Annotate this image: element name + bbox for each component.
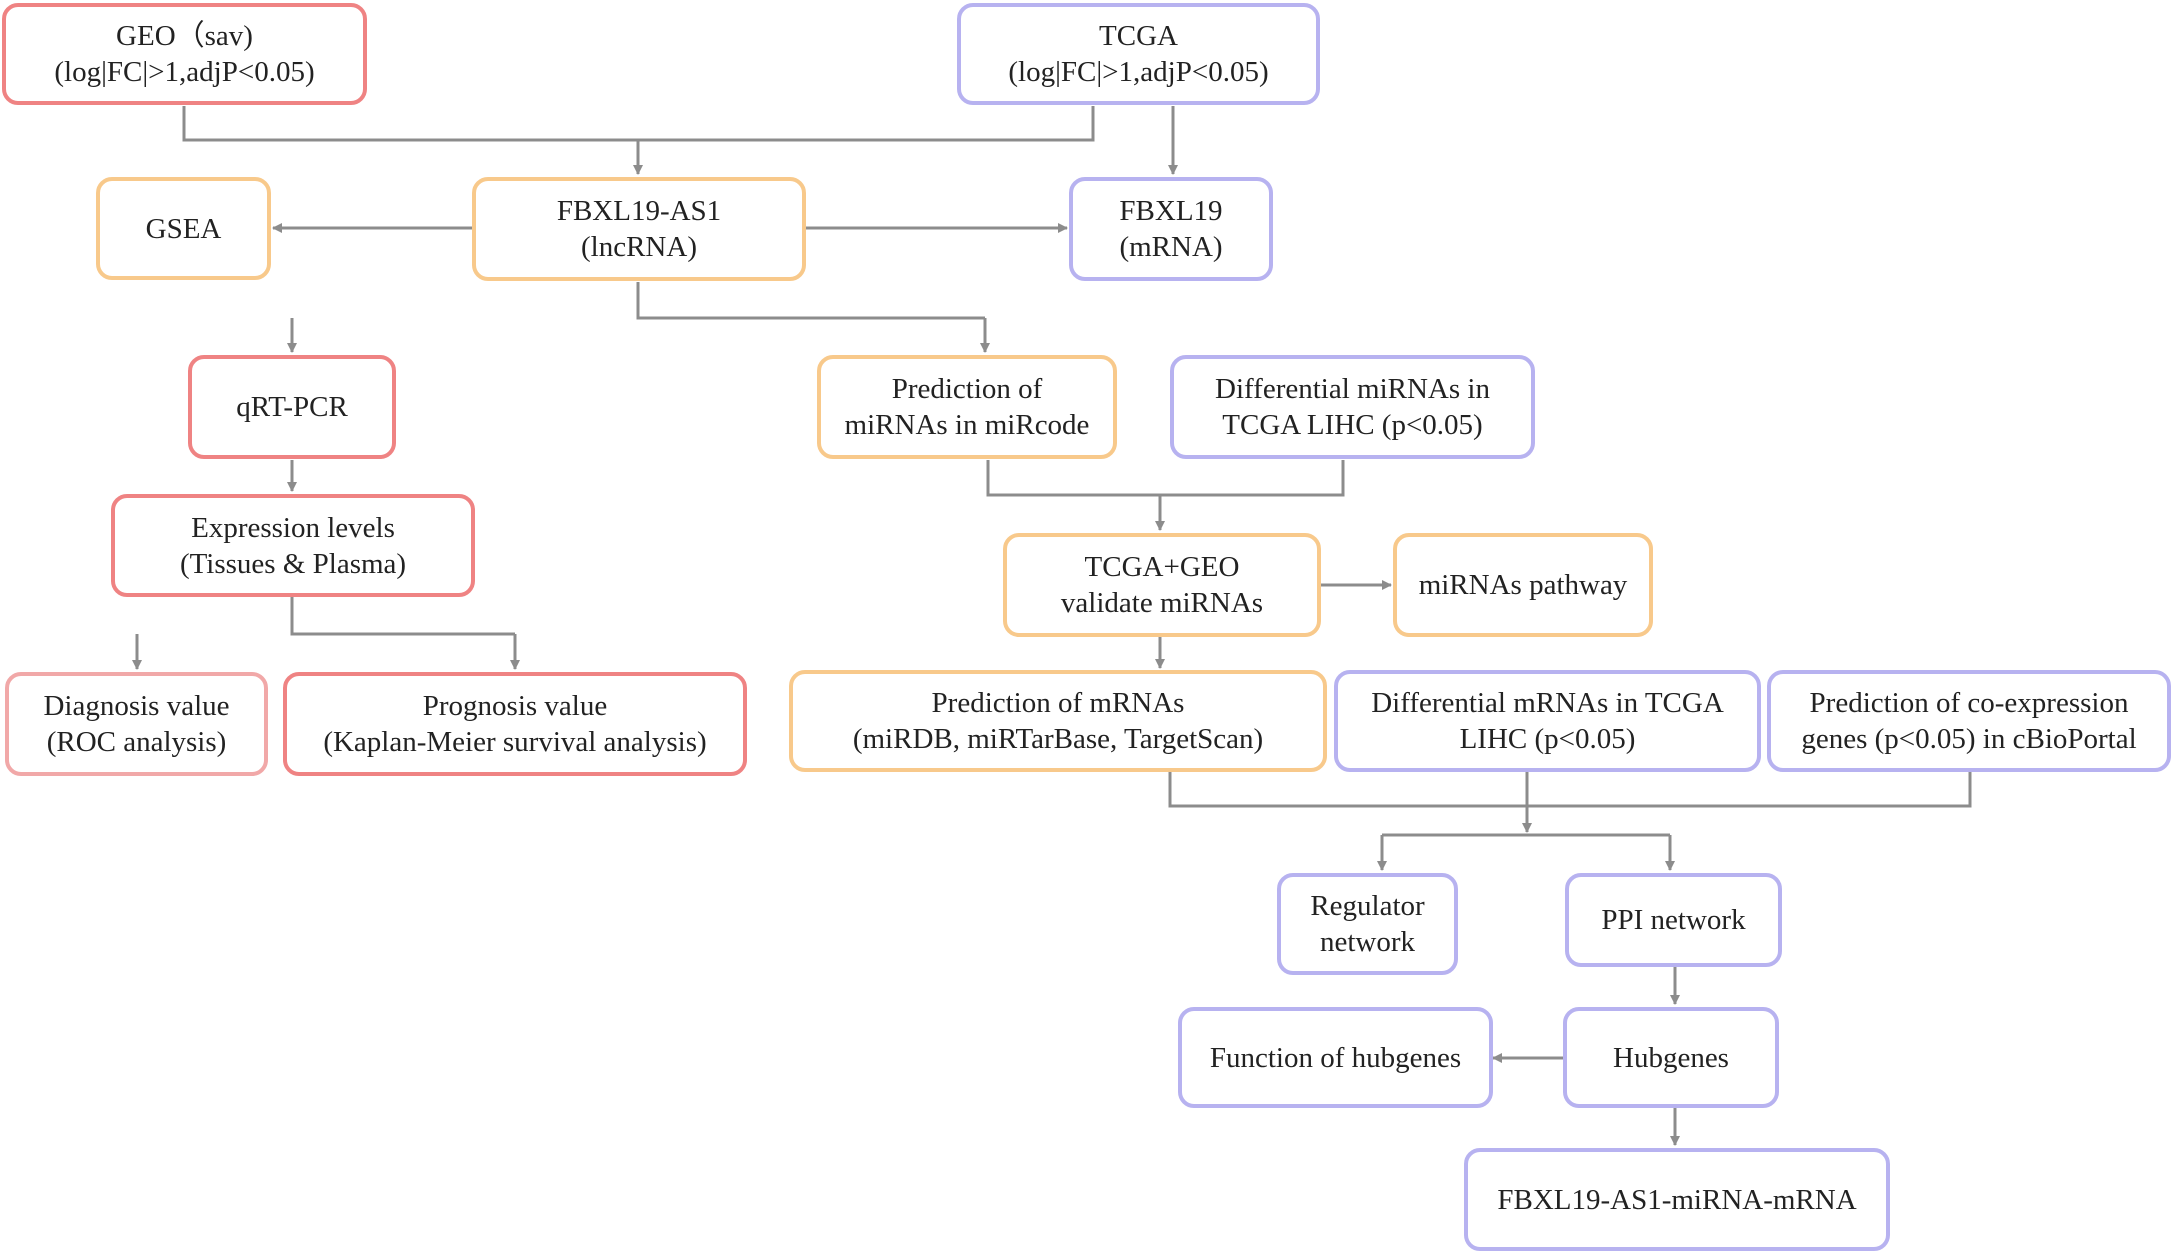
prognosis-line1: Prognosis value <box>422 690 608 722</box>
diff-mirnas-line2: TCGA LIHC (p<0.05) <box>1222 409 1483 441</box>
mirna-pathway-node: miRNAs pathway <box>1393 533 1653 637</box>
diff-mrnas-line1: Differential mRNAs in TCGA <box>1371 687 1724 719</box>
diff-mirnas-line1: Differential miRNAs in <box>1215 373 1490 405</box>
fbxl19-line1: FBXL19 <box>1119 195 1223 227</box>
tcga-geo-line1: TCGA+GEO <box>1084 551 1240 583</box>
prognosis-line2: (Kaplan-Meier survival analysis) <box>323 726 707 758</box>
fbxl19-as1-line2: (lncRNA) <box>581 231 697 263</box>
mirna-pathway-line1: miRNAs pathway <box>1418 569 1628 601</box>
coexpr-node: Prediction of co-expression genes (p<0.05… <box>1767 670 2171 772</box>
pred-mrnas-node: Prediction of mRNAs (miRDB, miRTarBase, T… <box>789 670 1327 772</box>
diagnosis-line2: (ROC analysis) <box>46 726 227 758</box>
ppi-node: PPI network <box>1565 873 1782 967</box>
geo-line1: GEO（sav) <box>116 20 253 52</box>
diagnosis-line1: Diagnosis value <box>43 690 230 722</box>
tcga-line2: (log|FC|>1,adjP<0.05) <box>1008 56 1269 88</box>
prognosis-node: Prognosis value (Kaplan-Meier survival an… <box>283 672 747 776</box>
final-node: FBXL19-AS1-miRNA-mRNA <box>1464 1148 1890 1251</box>
pred-mirnas-line2: miRNAs in miRcode <box>844 409 1090 441</box>
regulator-line1: Regulator <box>1310 890 1425 922</box>
hubgenes-line1: Hubgenes <box>1613 1041 1729 1074</box>
edge-geo-tcga-merge <box>182 106 1095 142</box>
edge-expression-split <box>290 597 515 636</box>
pred-mirnas-line1: Prediction of <box>891 373 1043 405</box>
tcga-node: TCGA (log|FC|>1,adjP<0.05) <box>957 3 1320 105</box>
fbxl19-line2: (mRNA) <box>1119 231 1223 263</box>
tcga-geo-line2: validate miRNAs <box>1060 587 1264 619</box>
diff-mrnas-node: Differential mRNAs in TCGA LIHC (p<0.05) <box>1334 670 1761 772</box>
final-line1: FBXL19-AS1-miRNA-mRNA <box>1497 1183 1857 1216</box>
pred-mrnas-line2: (miRDB, miRTarBase, TargetScan) <box>852 723 1264 755</box>
gsea-node: GSEA <box>96 177 271 280</box>
fbxl19-node: FBXL19 (mRNA) <box>1069 177 1273 281</box>
pred-mrnas-line1: Prediction of mRNAs <box>931 687 1185 719</box>
expression-node: Expression levels(Tissues & Plasma) <box>111 494 475 597</box>
regulator-line2: network <box>1319 926 1415 958</box>
coexpr-line2: genes (p<0.05) in cBioPortal <box>1801 723 2137 755</box>
fbxl19-as1-node: FBXL19-AS1 (lncRNA) <box>472 177 806 281</box>
function-hub-line1: Function of hubgenes <box>1209 1041 1462 1074</box>
tcga-line1: TCGA <box>1099 20 1178 52</box>
function-hub-node: Function of hubgenes <box>1178 1007 1493 1108</box>
geo-line2: (log|FC|>1,adjP<0.05) <box>54 56 315 88</box>
edge-fbxl19-as1-split <box>636 282 985 320</box>
ppi-line1: PPI network <box>1601 904 1746 936</box>
gsea-line1: GSEA <box>145 212 222 245</box>
fbxl19-as1-line1: FBXL19-AS1 <box>556 195 722 227</box>
diff-mirnas-node: Differential miRNAs in TCGA LIHC (p<0.05) <box>1170 355 1535 459</box>
regulator-node: Regulator network <box>1277 873 1458 975</box>
expression-line1: Expression levels <box>191 511 395 544</box>
qrt-pcr-line1: qRT-PCR <box>236 391 348 423</box>
tcga-geo-node: TCGA+GEO validate miRNAs <box>1003 533 1321 637</box>
diagnosis-node: Diagnosis value (ROC analysis) <box>5 672 268 776</box>
expression-line2: (Tissues & Plasma) <box>179 547 407 580</box>
edge-mirna-merge <box>986 460 1345 497</box>
qrt-pcr-node: qRT-PCR <box>188 355 396 459</box>
geo-node: GEO（sav) (log|FC|>1,adjP<0.05) <box>2 3 367 105</box>
pred-mirnas-node: Prediction of miRNAs in miRcode <box>817 355 1117 459</box>
edge-mrna-merge <box>1168 771 1972 808</box>
hubgenes-node: Hubgenes <box>1563 1007 1779 1108</box>
coexpr-line1: Prediction of co-expression <box>1809 687 2129 719</box>
diff-mrnas-line2: LIHC (p<0.05) <box>1459 723 1636 755</box>
